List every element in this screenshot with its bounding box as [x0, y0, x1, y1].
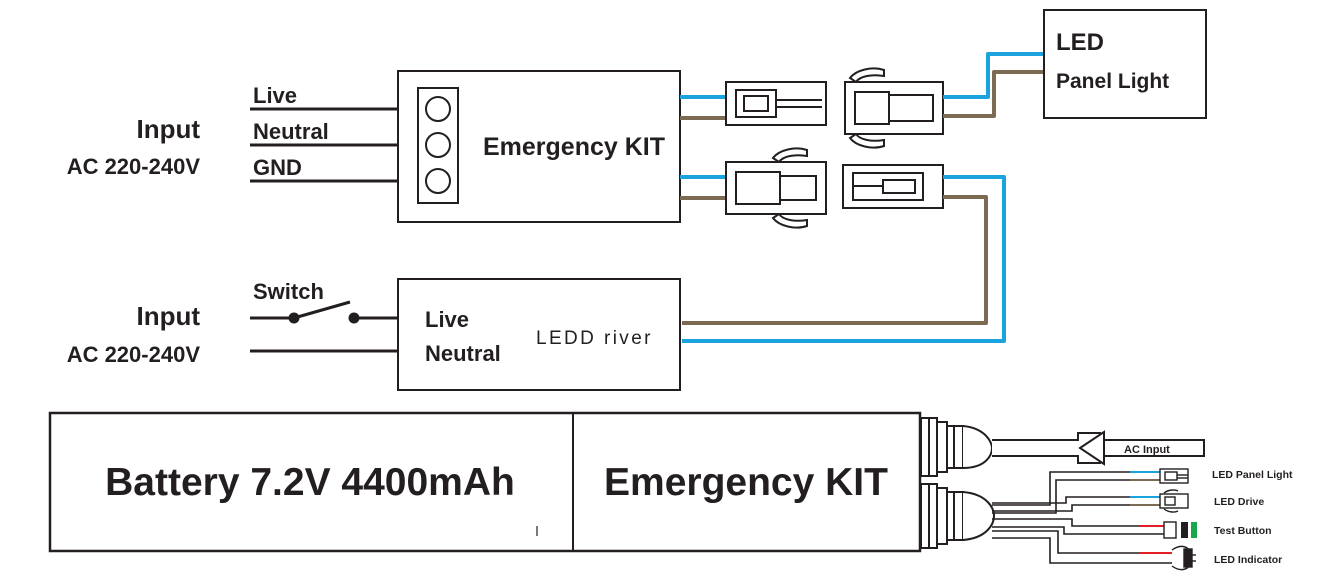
output-label-led-drive: LED Drive — [1214, 496, 1264, 508]
neutral-label: Neutral — [253, 119, 329, 144]
connector-icon — [725, 81, 827, 126]
connector-icon — [1159, 489, 1189, 513]
voltage-label-top: AC 220-240V — [67, 154, 201, 179]
driver-live-label: Live — [425, 307, 469, 332]
input-label-driver: Input — [136, 301, 200, 331]
connector-icon — [1159, 468, 1189, 484]
gnd-label: GND — [253, 155, 302, 180]
output-label-led-panel-light: LED Panel Light — [1212, 469, 1293, 481]
ac-input-cable — [992, 430, 1205, 466]
battery-label: Battery 7.2V 4400mAh — [105, 461, 515, 504]
led-driver-label: LEDD river — [536, 328, 653, 349]
switch-label: Switch — [253, 279, 324, 304]
led-panel-sublabel: Panel Light — [1056, 70, 1169, 93]
output-wire-colors — [1130, 471, 1172, 554]
input-label-top: Input — [136, 114, 200, 144]
emergency-kit-label-bottom: Emergency KIT — [604, 461, 888, 504]
test-button-icon — [1163, 521, 1197, 539]
terminal-screws — [425, 96, 451, 194]
live-label: Live — [253, 83, 297, 108]
output-label-test-button: Test Button — [1214, 525, 1272, 537]
cable-gland-icon — [920, 483, 996, 549]
led-panel-wires — [943, 52, 1044, 118]
led-panel-box — [1043, 9, 1207, 119]
terminal-block — [417, 87, 459, 204]
kit-output-wires — [680, 95, 726, 200]
led-indicator-icon — [1171, 545, 1196, 571]
led-driver-box — [397, 278, 681, 391]
led-panel-label: LED — [1056, 29, 1104, 56]
emergency-kit-label-top: Emergency KIT — [483, 133, 665, 161]
driver-return-wires — [682, 175, 1006, 343]
voltage-label-driver: AC 220-240V — [67, 342, 201, 367]
switch-icon — [250, 300, 414, 359]
output-harness — [992, 471, 1172, 564]
connector-icon — [844, 67, 944, 149]
driver-neutral-label: Neutral — [425, 341, 501, 366]
cable-gland-icon — [920, 417, 994, 477]
connector-icon — [725, 147, 827, 229]
input-wires-top — [250, 107, 398, 183]
connector-icon — [842, 164, 944, 209]
output-label-led-indicator: LED Indicator — [1214, 554, 1282, 566]
unit-housing — [48, 411, 922, 553]
ac-input-label: AC Input — [1124, 444, 1170, 456]
